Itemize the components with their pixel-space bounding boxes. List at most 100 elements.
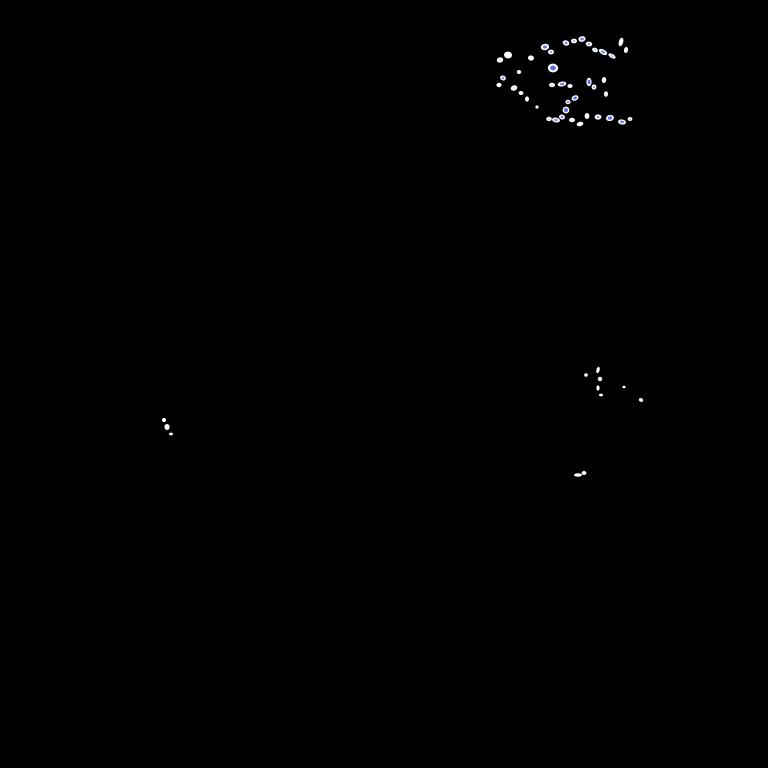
blob-halo bbox=[162, 418, 166, 422]
mask-blob bbox=[584, 113, 590, 119]
blob-core bbox=[607, 116, 613, 120]
mask-blob bbox=[496, 82, 502, 88]
mask-blob bbox=[569, 117, 575, 123]
mask-blob bbox=[559, 114, 565, 120]
mask-blob bbox=[567, 84, 573, 88]
mask-blob bbox=[162, 418, 166, 422]
mask-blob bbox=[540, 43, 550, 51]
mask-blob bbox=[584, 373, 588, 377]
blob-halo bbox=[504, 51, 512, 59]
mask-blob bbox=[604, 91, 608, 97]
mask-blob bbox=[606, 114, 614, 122]
mask-blob bbox=[528, 55, 534, 61]
mask-blob bbox=[549, 82, 555, 88]
blob-layer bbox=[162, 36, 644, 477]
mask-blob bbox=[581, 471, 587, 475]
blob-core bbox=[573, 96, 577, 100]
blob-halo bbox=[525, 96, 529, 102]
blob-core bbox=[550, 84, 554, 86]
mask-blob bbox=[548, 49, 554, 55]
blob-core bbox=[512, 86, 516, 90]
mask-blob bbox=[164, 424, 170, 430]
blob-core bbox=[625, 48, 627, 52]
mask-blob bbox=[608, 53, 616, 59]
blob-core bbox=[599, 378, 601, 380]
mask-blob bbox=[552, 117, 560, 123]
blob-core bbox=[572, 39, 576, 43]
mask-blob bbox=[574, 473, 582, 477]
blob-halo bbox=[164, 424, 170, 430]
mask-blob bbox=[599, 393, 603, 397]
mask-blob bbox=[510, 85, 518, 91]
blob-core bbox=[550, 65, 556, 71]
blob-halo bbox=[535, 105, 539, 109]
mask-blob bbox=[565, 99, 571, 105]
blob-core bbox=[542, 45, 548, 49]
mask-blob bbox=[504, 51, 512, 59]
mask-blob bbox=[518, 91, 524, 95]
blob-halo bbox=[528, 55, 534, 61]
mask-blob bbox=[169, 432, 173, 436]
blob-halo bbox=[584, 113, 590, 119]
blob-core bbox=[628, 118, 632, 120]
blob-core bbox=[610, 54, 614, 58]
mask-blob bbox=[571, 38, 577, 44]
blob-core bbox=[587, 79, 591, 85]
blob-core bbox=[559, 82, 565, 86]
mask-blob bbox=[622, 385, 626, 389]
blob-core bbox=[498, 58, 502, 62]
blob-halo bbox=[574, 473, 582, 477]
mask-blob bbox=[525, 96, 529, 102]
blob-halo bbox=[567, 84, 573, 88]
blob-core bbox=[566, 100, 570, 104]
blob-halo bbox=[596, 366, 600, 374]
mask-blob bbox=[597, 376, 603, 382]
blob-core bbox=[554, 118, 558, 122]
blob-halo bbox=[638, 398, 644, 402]
mask-blob bbox=[594, 114, 602, 120]
mask-blob bbox=[578, 36, 586, 42]
mask-blob bbox=[546, 116, 552, 122]
mask-blob bbox=[591, 84, 597, 90]
blob-halo bbox=[516, 70, 522, 74]
blob-core bbox=[560, 115, 564, 119]
blob-halo bbox=[601, 77, 607, 83]
mask-blob bbox=[596, 385, 600, 391]
blob-core bbox=[587, 42, 591, 46]
blob-halo bbox=[622, 385, 626, 389]
blob-core bbox=[563, 107, 569, 113]
blob-core bbox=[549, 50, 553, 54]
blob-halo bbox=[599, 393, 603, 397]
blob-core bbox=[501, 76, 505, 80]
mask-blob bbox=[576, 121, 584, 127]
blob-halo bbox=[169, 432, 173, 436]
blob-core bbox=[547, 118, 551, 120]
mask-blob bbox=[585, 41, 593, 47]
mask-blob bbox=[596, 366, 600, 374]
mask-blob bbox=[562, 106, 570, 114]
blob-core bbox=[600, 50, 606, 54]
blob-core bbox=[596, 115, 600, 119]
mask-blob bbox=[562, 40, 570, 46]
mask-blob bbox=[627, 117, 633, 121]
mask-blob bbox=[496, 57, 504, 63]
mask-blob bbox=[557, 81, 567, 87]
blob-core bbox=[620, 120, 624, 124]
mask-blob bbox=[535, 105, 539, 109]
blob-halo bbox=[596, 385, 600, 391]
mask-blob bbox=[618, 119, 626, 125]
mask-blob bbox=[592, 47, 598, 53]
mask-blob bbox=[623, 47, 629, 53]
mask-blob bbox=[571, 95, 579, 101]
mask-blob bbox=[586, 77, 592, 87]
mask-blob bbox=[618, 37, 624, 47]
blob-core bbox=[593, 48, 597, 52]
blob-halo bbox=[584, 373, 588, 377]
mask-blob bbox=[516, 70, 522, 74]
mask-blob bbox=[500, 75, 506, 81]
mask-blob bbox=[547, 63, 559, 73]
blob-halo bbox=[518, 91, 524, 95]
